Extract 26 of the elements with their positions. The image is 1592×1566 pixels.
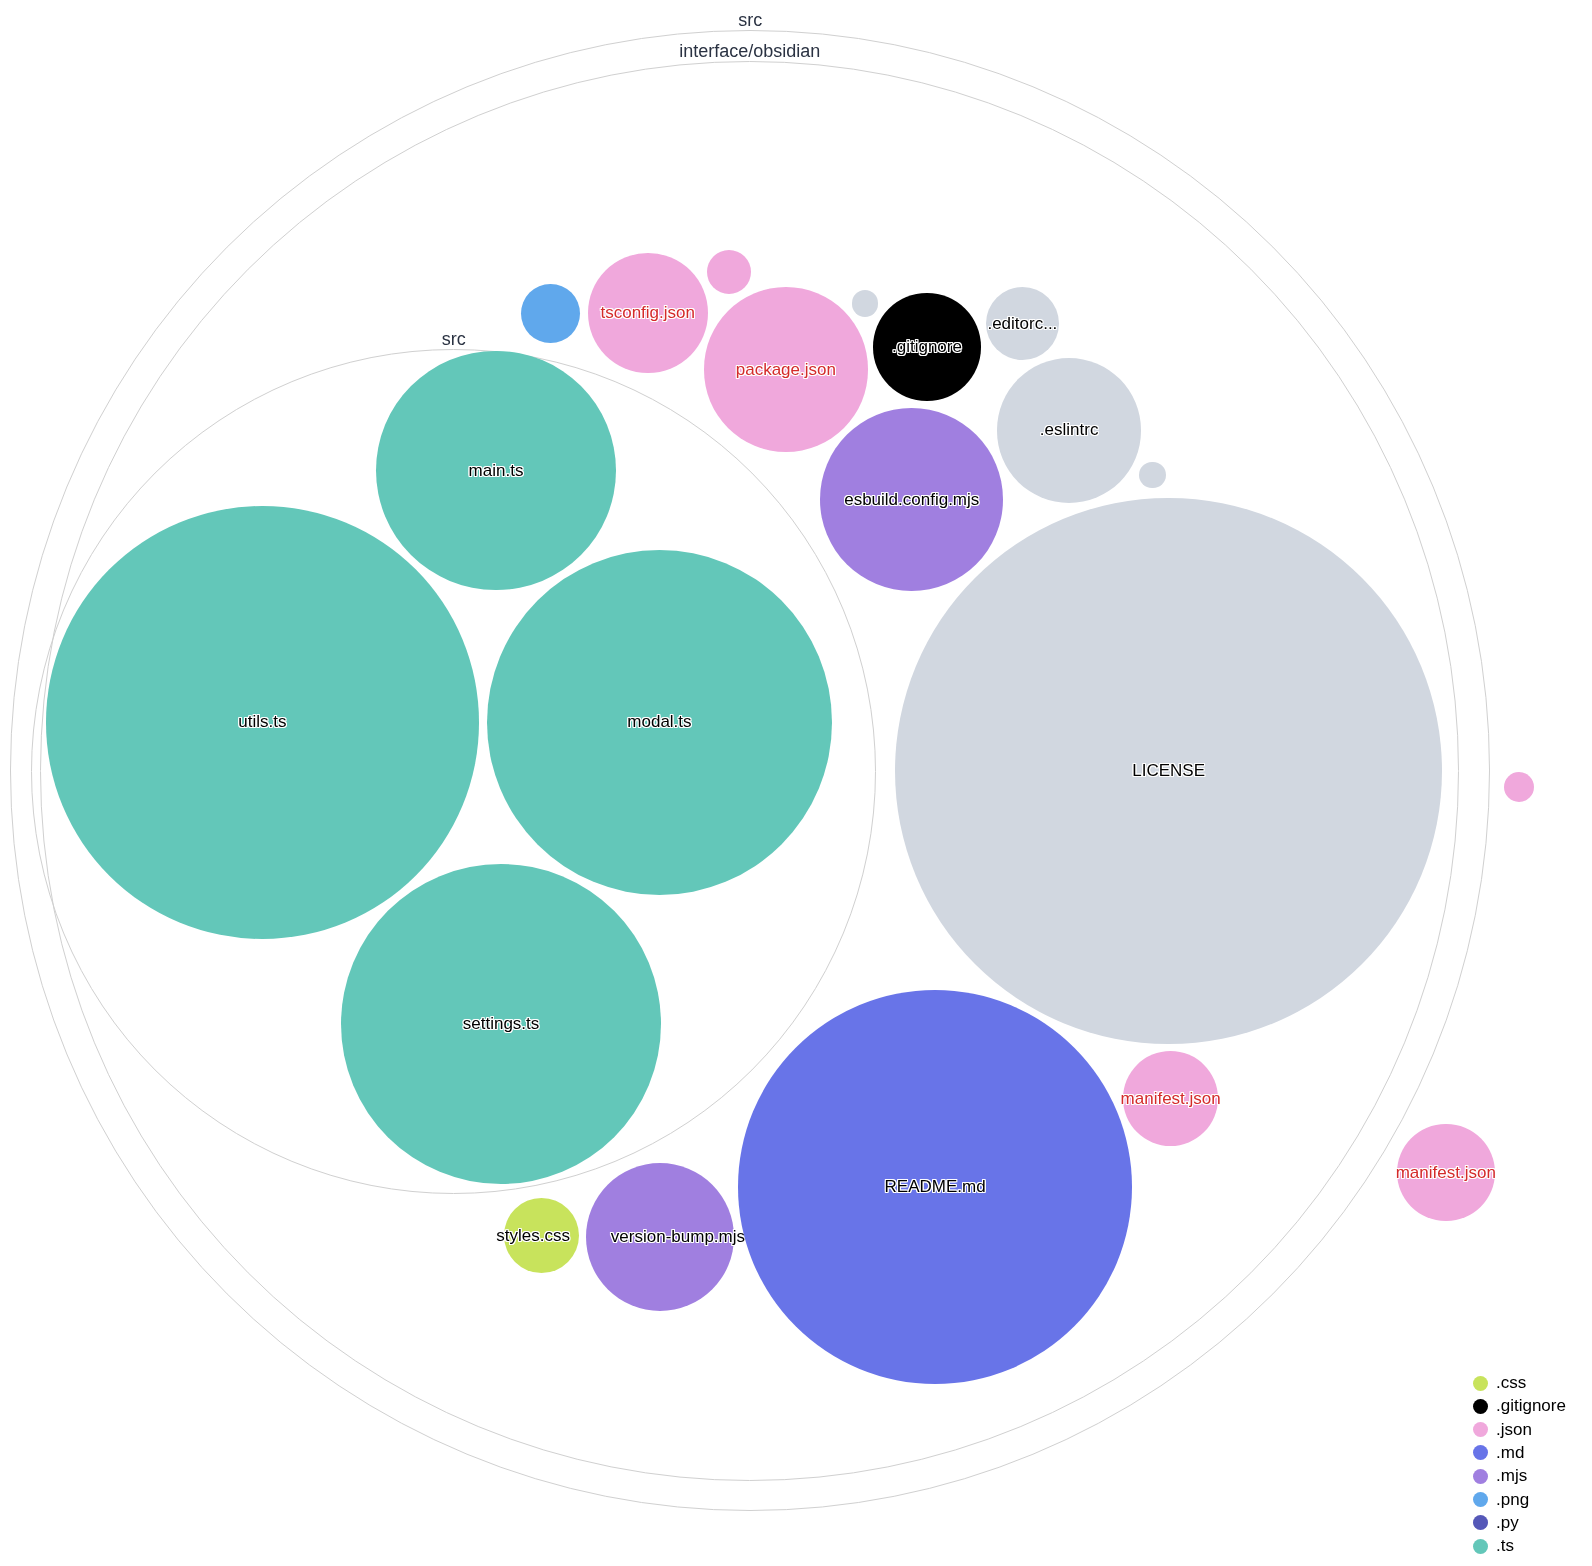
file-circle [1139,461,1166,489]
legend-label: .json [1496,1419,1532,1440]
legend-label: .py [1496,1512,1519,1533]
legend-label: .png [1496,1489,1530,1510]
file-circle [706,249,752,295]
file-label: esbuild.config.mjs [844,489,980,510]
file-label: .eslintrc [1039,420,1099,441]
legend-label: .css [1496,1373,1527,1393]
legend-label: .gitignore [1496,1396,1566,1417]
file-label: .editorc... [987,313,1058,334]
legend-label: .mjs [1496,1466,1528,1487]
file-label: manifest.json [1395,1162,1496,1183]
file-circle [851,290,879,317]
file-label: settings.ts [462,1013,540,1034]
legend-label: .md [1496,1442,1525,1463]
file-label: tsconfig.json [600,302,695,323]
file-label: README.md [884,1176,986,1197]
file-label: utils.ts [238,712,287,733]
legend-label: .ts [1496,1536,1514,1557]
file-label: main.ts [468,460,524,481]
file-circle [1503,771,1535,803]
file-label: package.json [735,359,836,380]
file-label: manifest.json [1120,1088,1221,1109]
file-label: modal.ts [627,712,692,733]
file-label: .gitignore [892,337,962,358]
file-label: LICENSE [1132,760,1205,781]
